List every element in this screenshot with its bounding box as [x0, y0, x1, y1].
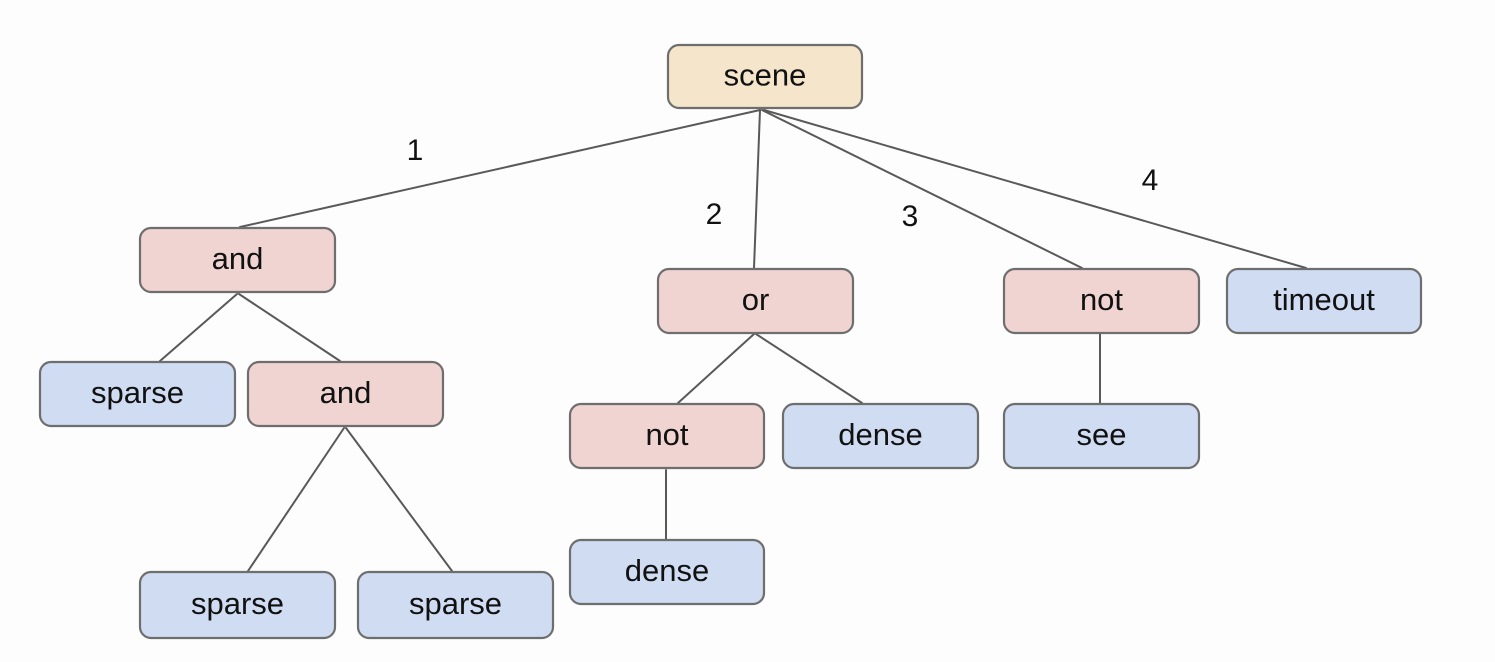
node-box-dense2 [568, 538, 766, 606]
node-label-and1: and [212, 241, 264, 276]
node-label-sparse1: sparse [91, 375, 184, 410]
tree-edge-or1-to-not2 [677, 333, 755, 404]
node-box-sparse1 [38, 360, 237, 428]
tree-edge-or1-to-dense1 [755, 333, 863, 404]
node-box-and1 [138, 226, 337, 294]
node-label-dense1: dense [838, 417, 922, 452]
tree-edge-and1-to-and2 [238, 293, 341, 362]
tree-node-sparse3[interactable]: sparse [356, 570, 555, 640]
node-box-not2 [568, 402, 766, 470]
node-box-or1 [656, 267, 855, 335]
edges-layer [159, 109, 1307, 572]
node-box-sparse2 [138, 570, 337, 640]
node-box-timeout1 [1225, 267, 1423, 335]
node-label-sparse2: sparse [191, 586, 284, 621]
edge-label-2: 2 [706, 198, 723, 231]
tree-edge-scene-to-not1 [761, 109, 1083, 269]
tree-edge-scene-to-and1 [239, 109, 761, 228]
node-label-sparse3: sparse [409, 586, 502, 621]
node-box-not1 [1002, 267, 1201, 335]
tree-node-timeout1[interactable]: timeout [1225, 267, 1423, 335]
node-label-scene: scene [724, 58, 807, 93]
tree-edge-and2-to-sparse2 [247, 427, 345, 572]
node-box-scene [666, 43, 864, 110]
node-label-dense2: dense [625, 553, 709, 588]
node-label-timeout1: timeout [1273, 282, 1375, 317]
tree-node-and2[interactable]: and [246, 360, 445, 428]
tree-edge-scene-to-or1 [753, 109, 761, 269]
node-box-see1 [1002, 402, 1201, 470]
edge-labels-layer: 1 2 3 4 [407, 134, 1159, 233]
tree-edge-and2-to-sparse3 [345, 427, 453, 572]
tree-edge-scene-to-timeout1 [763, 109, 1307, 269]
tree-edge-and1-to-sparse1 [159, 293, 238, 362]
edge-label-3: 3 [902, 200, 919, 233]
node-box-and2 [246, 360, 445, 428]
tree-node-not1[interactable]: not [1002, 267, 1201, 335]
tree-node-and1[interactable]: and [138, 226, 337, 294]
node-label-or1: or [742, 282, 770, 317]
nodes-layer: scene and or not timeout sparse and not dense see… [38, 43, 1423, 640]
edge-label-1: 1 [407, 134, 424, 167]
tree-node-or1[interactable]: or [656, 267, 855, 335]
node-box-dense1 [781, 402, 980, 470]
tree-node-dense2[interactable]: dense [568, 538, 766, 606]
node-box-sparse3 [356, 570, 555, 640]
tree-node-sparse1[interactable]: sparse [38, 360, 237, 428]
node-label-and2: and [320, 375, 372, 410]
node-label-not1: not [1080, 282, 1123, 317]
tree-node-dense1[interactable]: dense [781, 402, 980, 470]
tree-node-see1[interactable]: see [1002, 402, 1201, 470]
tree-node-sparse2[interactable]: sparse [138, 570, 337, 640]
node-label-not2: not [645, 417, 688, 452]
node-label-see1: see [1077, 417, 1127, 452]
edge-label-4: 4 [1142, 164, 1159, 197]
tree-node-not2[interactable]: not [568, 402, 766, 470]
tree-node-scene[interactable]: scene [666, 43, 864, 110]
